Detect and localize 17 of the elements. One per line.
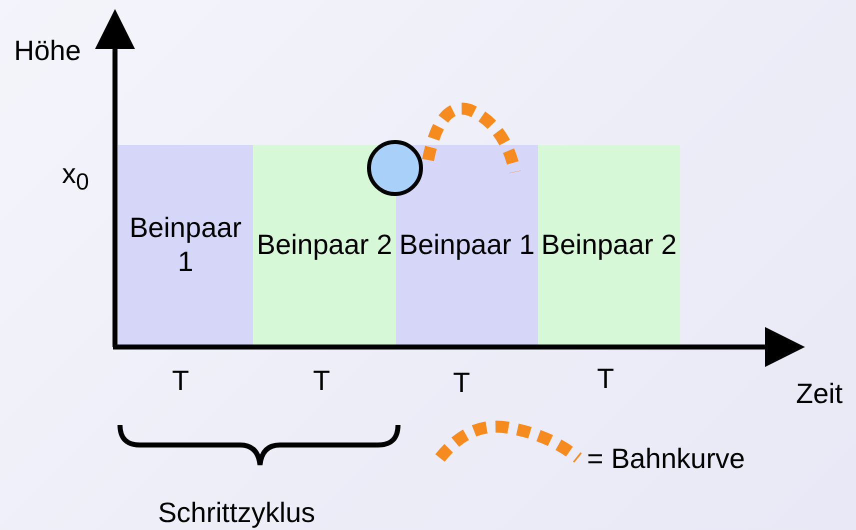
period-label: T xyxy=(453,367,470,399)
period-label: T xyxy=(313,365,330,397)
phase-label: Beinpaar 1 xyxy=(128,211,243,279)
period-label: T xyxy=(597,363,614,395)
legend-label: = Bahnkurve xyxy=(587,443,745,475)
phase-label: Beinpaar 1 xyxy=(399,228,535,262)
phase-band xyxy=(253,145,396,345)
phase-band xyxy=(118,145,253,345)
phase-label: Beinpaar 2 xyxy=(541,228,677,262)
axis-label: Höhe xyxy=(14,35,81,67)
axis-label: x$_{0}$ xyxy=(62,158,89,196)
phase-label: Beinpaar 2 xyxy=(256,228,392,262)
period-label: T xyxy=(172,365,190,397)
cycle-label: Schrittzyklus xyxy=(158,497,316,529)
phase-band xyxy=(538,145,680,345)
axis-label: Zeit xyxy=(796,378,843,410)
phase-band xyxy=(396,145,538,345)
